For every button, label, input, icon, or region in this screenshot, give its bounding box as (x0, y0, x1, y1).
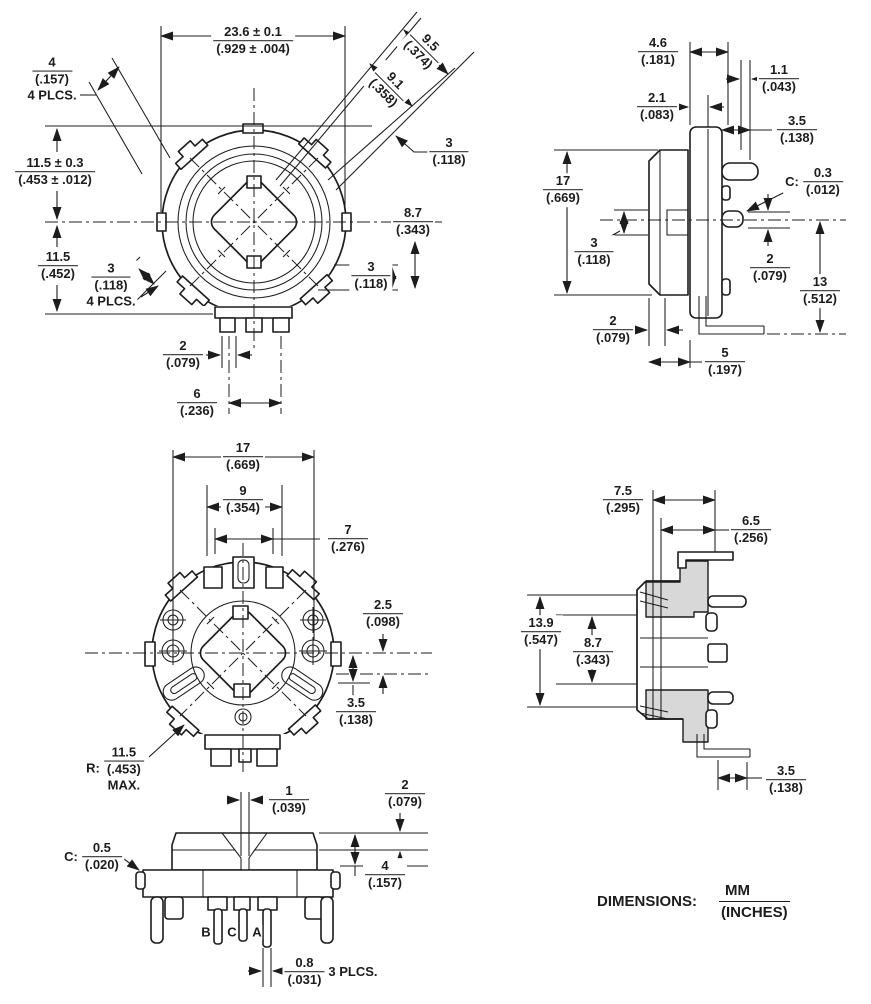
dim-v1-pin-width: 2(.079) (161, 338, 205, 372)
units-legend-label: DIMENSIONS: (597, 893, 698, 910)
dim-v1-11-5-top: 11.5 ± 0.3(.453 ± .012) (13, 155, 97, 189)
dim-v2-3-5: 3.5(.138) (775, 113, 819, 147)
dim-v4-4: 4(.157) (363, 858, 407, 892)
dim-v2-2-bottom: 2(.079) (591, 313, 635, 347)
units-inches: (INCHES) (721, 904, 788, 921)
dim-v3-radius: R: 11.5(.453)MAX. (84, 744, 146, 794)
dim-v1-3-bottom: 3(.118) (349, 259, 393, 293)
dim-v2-pin-2: 2(.079) (748, 251, 792, 285)
profile-view (527, 490, 762, 790)
dim-v1-outer-width: 23.6 ± 0.1(.929 ± .004) (211, 24, 295, 58)
dim-v3-2-5: 2.5(.098) (361, 597, 405, 631)
pin-label-b: B (200, 924, 212, 940)
dim-v2-4-6: 4.6(.181) (636, 35, 680, 69)
side-view (554, 42, 846, 368)
dim-v2-chamfer: C: 0.3(.012) (783, 165, 845, 199)
dim-v3-17: 17(.669) (221, 440, 265, 474)
dim-v5-13-9: 13.9(.547) (519, 615, 563, 649)
dim-v5-7-5: 7.5(.295) (601, 483, 645, 517)
dim-v4-chamfer: C: 0.5(.020) (62, 840, 124, 874)
back-view (85, 450, 432, 772)
dim-v2-13: 13(.512) (798, 274, 842, 308)
dim-v4-pin-0-8: 0.8(.031) 3 PLCS. (282, 955, 380, 989)
dim-v3-7: 7(.276) (326, 522, 370, 556)
bottom-view (123, 792, 428, 987)
dim-v5-6-5: 6.5(.256) (729, 513, 773, 547)
dim-v1-11-5-bottom: 11.5(.452) (36, 249, 80, 283)
units-mm: MM (719, 882, 790, 902)
pin-label-c: C (226, 924, 238, 940)
dim-v2-3: 3(.118) (572, 235, 616, 269)
dim-v1-tab-4: 4(.157)4 PLCS. (25, 54, 79, 104)
units-legend: DIMENSIONS: MM (INCHES) (597, 882, 790, 921)
dim-v1-3-left: 3(.118)4 PLCS. (84, 260, 138, 310)
front-view (45, 11, 475, 414)
dim-v5-8-7: 8.7(.343) (571, 635, 615, 669)
dim-v2-height-17: 17(.669) (541, 173, 585, 207)
dim-v3-3-5: 3.5(.138) (334, 695, 378, 729)
dim-v1-3-right-top: 3(.118) (427, 135, 471, 169)
dim-v2-1-1: 1.1(.043) (757, 62, 801, 96)
dim-v4-slot-1: 1(.039) (267, 783, 311, 817)
dim-v2-5: 5(.197) (703, 345, 747, 379)
dim-v4-2: 2(.079) (383, 777, 427, 811)
pin-label-a: A (251, 924, 263, 940)
dim-v2-2-1: 2.1(.083) (635, 90, 679, 124)
dim-v5-3-5: 3.5(.138) (764, 763, 808, 797)
dim-v1-pin-span: 6(.236) (175, 386, 219, 420)
dim-v3-9: 9(.354) (221, 483, 265, 517)
dim-v1-8-7: 8.7(.343) (391, 205, 435, 239)
